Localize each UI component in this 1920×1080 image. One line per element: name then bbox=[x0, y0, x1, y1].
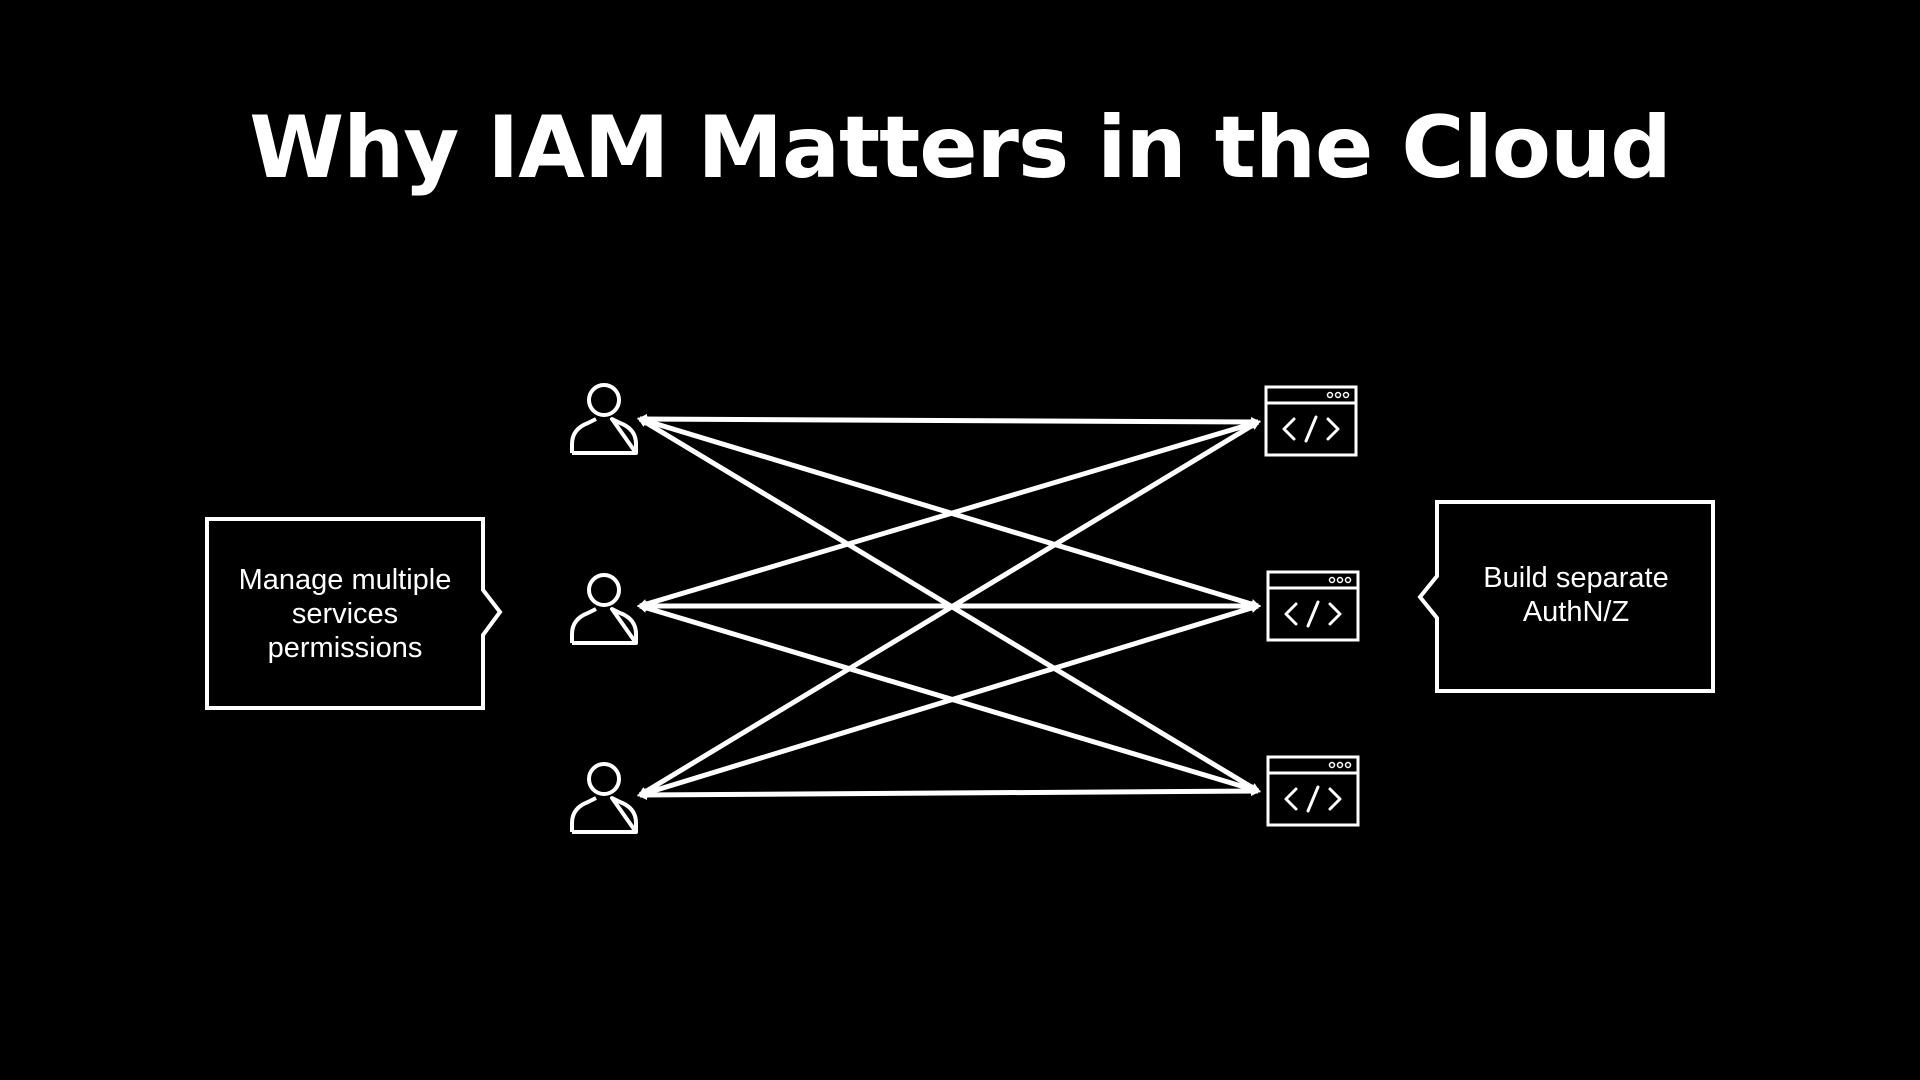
user-icon bbox=[570, 762, 638, 834]
code-window-icon bbox=[1266, 755, 1360, 827]
left-callout-text: Manage multiple services permissions bbox=[238, 564, 452, 664]
right-callout-text: Build separate AuthN/Z bbox=[1483, 562, 1669, 628]
connection-arrow bbox=[637, 414, 1261, 427]
connection-arrow bbox=[637, 603, 1261, 798]
right-callout-box bbox=[1417, 500, 1715, 693]
connection-arrows bbox=[637, 414, 1261, 800]
user-icon bbox=[570, 573, 638, 645]
code-window-icon bbox=[1264, 385, 1358, 457]
connection-arrow bbox=[637, 786, 1261, 800]
left-callout-box bbox=[205, 517, 503, 710]
slide-title: Why IAM Matters in the Cloud bbox=[249, 98, 1672, 198]
user-icon bbox=[570, 383, 638, 455]
code-window-icon bbox=[1266, 570, 1360, 642]
